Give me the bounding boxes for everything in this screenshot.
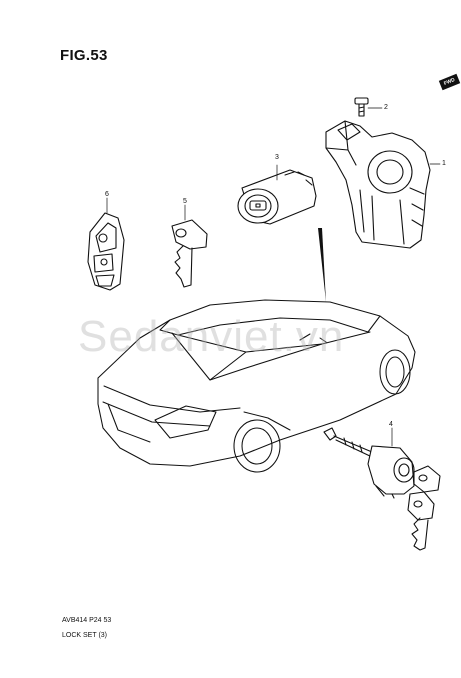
callout-2: 2 <box>384 104 388 111</box>
footer-code: AVB414 P24 53 <box>62 617 112 624</box>
vehicle-outline <box>97 299 416 473</box>
part-4-keys <box>407 465 441 551</box>
watermark: Sedanviet.vn <box>78 312 345 361</box>
part-3-ignition-switch <box>237 164 317 225</box>
callout-5: 5 <box>183 198 187 205</box>
leader-wedge <box>318 228 326 302</box>
callout-6: 6 <box>105 191 109 198</box>
callout-4: 4 <box>389 421 393 428</box>
footer-label: LOCK SET (3) <box>62 632 107 639</box>
callout-3: 3 <box>275 154 279 161</box>
part-6-remote-fob <box>87 197 125 291</box>
part-2-bolt <box>354 97 383 117</box>
part-5-key <box>171 204 208 288</box>
part-4-door-lock-cylinder <box>323 427 415 499</box>
part-1-steering-lock-housing <box>325 120 441 249</box>
figure-title: FIG.53 <box>60 47 108 64</box>
callout-1: 1 <box>442 160 446 167</box>
